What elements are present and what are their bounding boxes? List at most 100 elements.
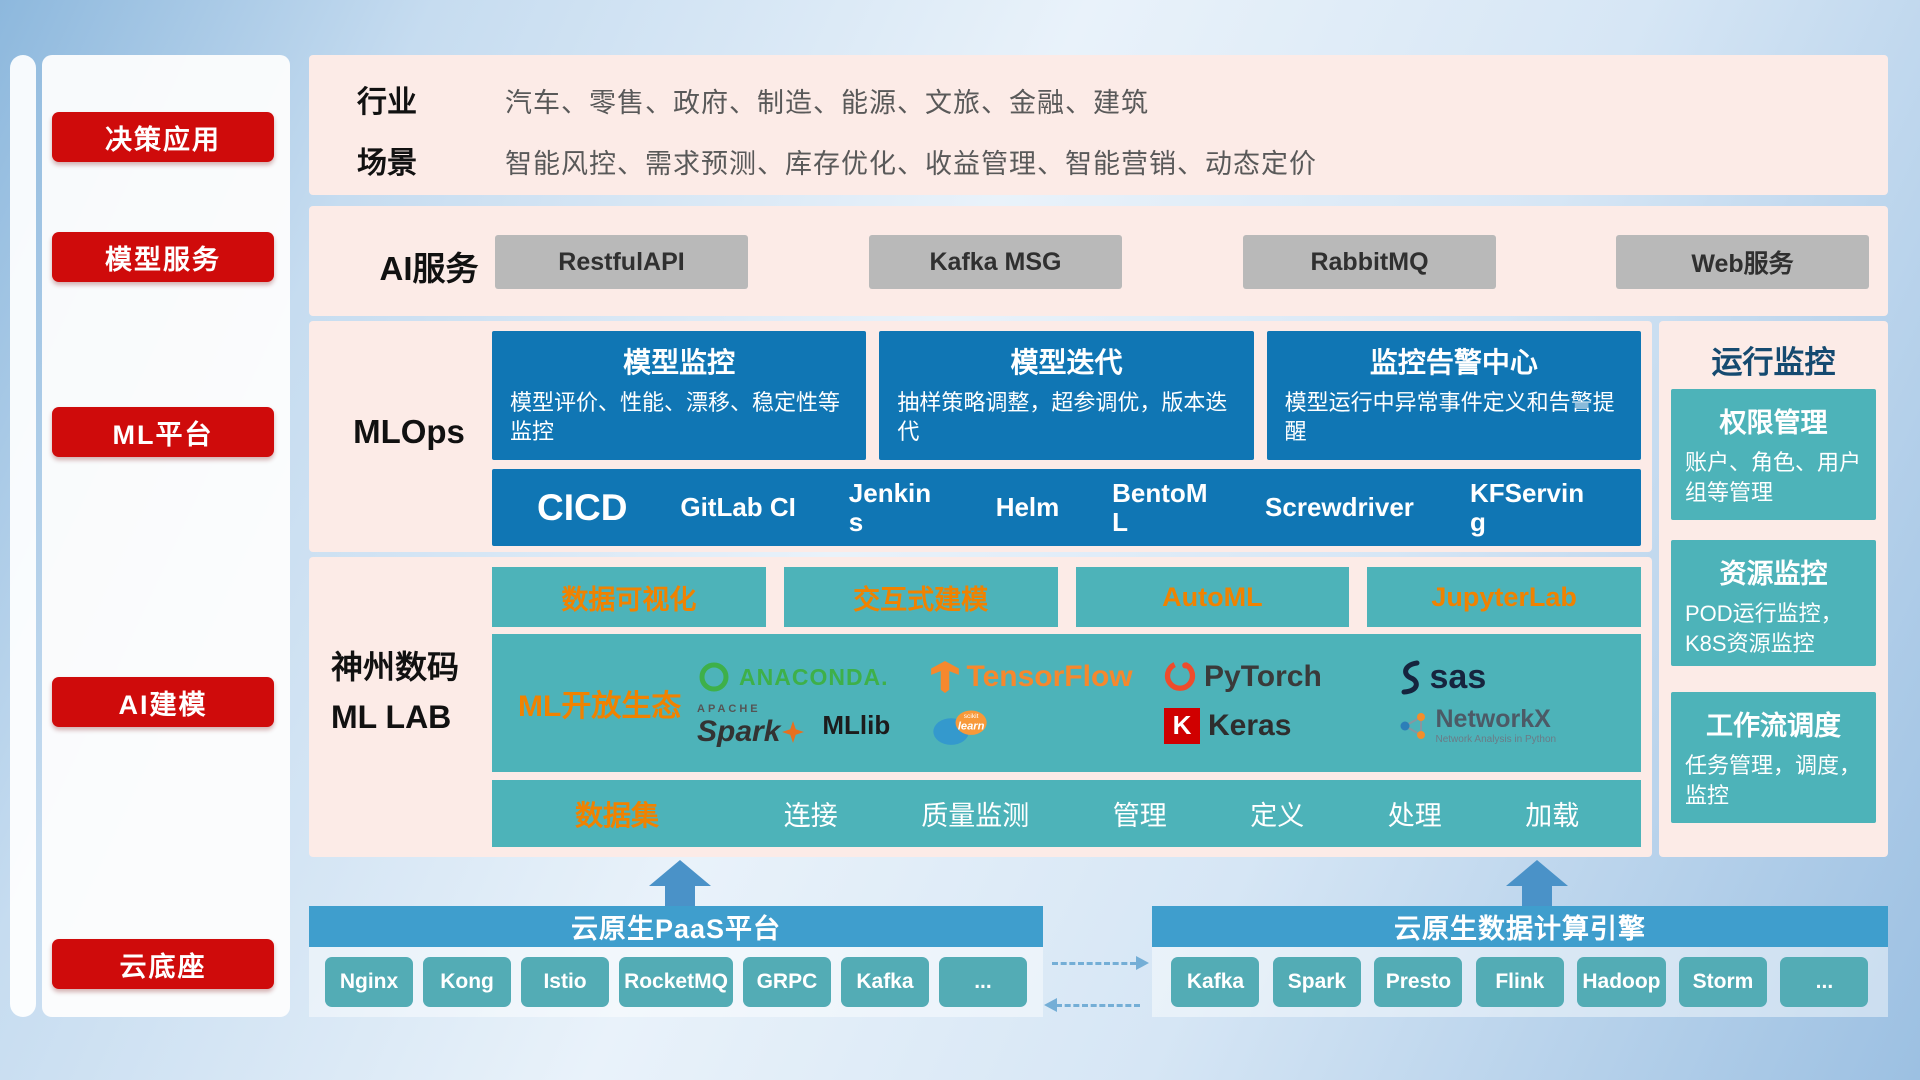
more-button: ... bbox=[1780, 957, 1869, 1007]
kafka-button: Kafka bbox=[1171, 957, 1260, 1007]
card-title: 资源监控 bbox=[1719, 559, 1828, 589]
rabbitmq-button: RabbitMQ bbox=[1243, 235, 1496, 289]
kafka-msg-button: Kafka MSG bbox=[869, 235, 1122, 289]
model-monitoring-card: 模型监控 模型评价、性能、漂移、稳定性等监控 bbox=[492, 331, 867, 460]
mllab-panel: 神州数码 ML LAB 数据可视化 交互式建模 AutoML JupyterLa… bbox=[309, 557, 1652, 857]
spark-button: Spark bbox=[1272, 957, 1361, 1007]
dataset-label: 数据集 bbox=[574, 799, 659, 831]
mlops-label: MLOps bbox=[353, 413, 465, 450]
dataset-item-load: 加载 bbox=[1525, 801, 1580, 831]
engine-components-strip: Kafka Spark Presto Flink Hadoop Storm ..… bbox=[1152, 947, 1888, 1017]
card-desc: POD运行监控，K8S资源监控 bbox=[1685, 601, 1843, 656]
nginx-button: Nginx bbox=[325, 957, 414, 1007]
mlops-panel: MLOps 模型监控 模型评价、性能、漂移、稳定性等监控 模型迭代 抽样策略调整… bbox=[309, 321, 1652, 552]
cicd-item-screwdriver: Screwdriver bbox=[1265, 492, 1414, 523]
permission-management-card: 权限管理 账户、角色、用户组等管理 bbox=[1671, 389, 1876, 520]
dashed-arrow-right-head-icon bbox=[1136, 956, 1149, 970]
up-arrow-stem bbox=[665, 885, 695, 907]
ai-service-panel: AI服务 RestfulAPI Kafka MSG RabbitMQ Web服务 bbox=[309, 206, 1888, 316]
anaconda-icon bbox=[699, 662, 729, 692]
spark-label: Spark bbox=[697, 714, 781, 748]
dataset-row: 数据集 连接 质量监测 管理 定义 处理 加载 bbox=[492, 780, 1641, 847]
mllib-label: MLlib bbox=[822, 710, 891, 740]
resource-monitoring-card: 资源监控 POD运行监控，K8S资源监控 bbox=[1671, 540, 1876, 666]
sas-icon bbox=[1401, 660, 1419, 695]
workflow-scheduling-card: 工作流调度 任务管理，调度，监控 bbox=[1671, 692, 1876, 823]
hadoop-button: Hadoop bbox=[1577, 957, 1666, 1007]
up-arrow-stem bbox=[1522, 885, 1552, 907]
paas-platform-bar: 云原生PaaS平台 bbox=[309, 906, 1043, 947]
paas-components-strip: Nginx Kong Istio RocketMQ GRPC Kafka ... bbox=[309, 947, 1043, 1017]
mlops-cards-row: 模型监控 模型评价、性能、漂移、稳定性等监控 模型迭代 抽样策略调整，超参调优，… bbox=[492, 331, 1641, 460]
industry-scenario-panel: 行业 汽车、零售、政府、制造、能源、文旅、金融、建筑 场景 智能风控、需求预测、… bbox=[309, 55, 1888, 195]
ml-ecosystem-box: ML开放生态 ANACONDA. TensorFlow PyTor bbox=[492, 634, 1641, 772]
up-arrow-icon bbox=[1506, 860, 1568, 886]
card-desc: 模型运行中异常事件定义和告警提醒 bbox=[1284, 390, 1615, 445]
pytorch-logo: PyTorch bbox=[1164, 660, 1398, 694]
cicd-title: CICD bbox=[537, 486, 628, 528]
storm-button: Storm bbox=[1678, 957, 1767, 1007]
kong-button: Kong bbox=[423, 957, 512, 1007]
anaconda-logo: ANACONDA. bbox=[697, 660, 931, 694]
anaconda-label: ANACONDA. bbox=[739, 663, 889, 690]
grpc-button: GRPC bbox=[742, 957, 831, 1007]
networkx-icon bbox=[1400, 712, 1425, 739]
kafka-button: Kafka bbox=[840, 957, 929, 1007]
scikit-learn-icon: scikit learn bbox=[932, 709, 987, 745]
dataset-item-connect: 连接 bbox=[783, 801, 838, 831]
dashed-arrow-left-line bbox=[1056, 1004, 1140, 1007]
web-service-button: Web服务 bbox=[1616, 235, 1869, 289]
dataset-item-define: 定义 bbox=[1250, 801, 1305, 831]
cicd-item-gitlab-ci: GitLab CI bbox=[680, 492, 796, 523]
data-visualization-box: 数据可视化 bbox=[492, 567, 766, 627]
tensorflow-icon bbox=[930, 661, 959, 693]
more-button: ... bbox=[938, 957, 1027, 1007]
sas-logo: sas bbox=[1398, 658, 1632, 697]
apache-label: APACHE bbox=[697, 702, 761, 715]
ecosystem-logo-grid: ANACONDA. TensorFlow PyTorch sa bbox=[697, 658, 1641, 749]
dataset-items: 连接 质量监测 管理 定义 处理 加载 bbox=[742, 794, 1641, 833]
card-title: 工作流调度 bbox=[1706, 711, 1841, 741]
dashed-arrow-right-line bbox=[1052, 962, 1136, 965]
cicd-bar: CICD GitLab CI Jenkins Helm BentoML Scre… bbox=[492, 469, 1641, 546]
spark-mllib-logo: APACHE Spark MLlib bbox=[697, 703, 931, 749]
dataset-item-manage: 管理 bbox=[1112, 801, 1167, 831]
card-desc: 模型评价、性能、漂移、稳定性等监控 bbox=[510, 390, 841, 445]
mllab-tools-row: 数据可视化 交互式建模 AutoML JupyterLab bbox=[492, 567, 1641, 627]
alert-center-card: 监控告警中心 模型运行中异常事件定义和告警提醒 bbox=[1266, 331, 1641, 460]
automl-box: AutoML bbox=[1075, 567, 1350, 627]
industry-list: 汽车、零售、政府、制造、能源、文旅、金融、建筑 bbox=[505, 88, 1149, 118]
jupyterlab-box: JupyterLab bbox=[1367, 567, 1641, 627]
keras-k-icon: K bbox=[1164, 707, 1200, 744]
model-iteration-card: 模型迭代 抽样策略调整，超参调优，版本迭代 bbox=[879, 331, 1254, 460]
sidebar-item-decision-apps: 决策应用 bbox=[52, 112, 274, 162]
learn-label: learn bbox=[957, 720, 984, 732]
scikit-small-label: scikit bbox=[963, 713, 978, 720]
presto-button: Presto bbox=[1374, 957, 1463, 1007]
mllab-label: 神州数码 ML LAB bbox=[331, 643, 501, 742]
networkx-label: NetworkX bbox=[1435, 705, 1551, 734]
runtime-monitoring-title: 运行监控 bbox=[1711, 345, 1836, 380]
sidebar-item-cloud-base: 云底座 bbox=[52, 939, 274, 989]
ecosystem-label: ML开放生态 bbox=[518, 690, 682, 723]
restful-api-button: RestfulAPI bbox=[495, 235, 748, 289]
dataset-item-quality: 质量监测 bbox=[921, 801, 1030, 831]
sas-label: sas bbox=[1429, 657, 1487, 696]
tensorflow-label: TensorFlow bbox=[966, 660, 1133, 693]
card-desc: 账户、角色、用户组等管理 bbox=[1685, 450, 1862, 505]
rocketmq-button: RocketMQ bbox=[619, 957, 733, 1007]
cicd-item-jenkins: Jenkins bbox=[848, 478, 932, 537]
industry-label: 行业 bbox=[357, 86, 417, 119]
card-desc: 抽样策略调整，超参调优，版本迭代 bbox=[897, 390, 1228, 445]
tensorflow-logo: TensorFlow bbox=[930, 660, 1165, 694]
flink-button: Flink bbox=[1475, 957, 1564, 1007]
sidebar bbox=[42, 55, 290, 1017]
keras-label: Keras bbox=[1208, 708, 1292, 742]
data-engine-bar: 云原生数据计算引擎 bbox=[1152, 906, 1888, 947]
card-desc: 任务管理，调度，监控 bbox=[1685, 753, 1862, 808]
dataset-item-process: 处理 bbox=[1387, 801, 1442, 831]
card-title: 模型迭代 bbox=[1010, 347, 1123, 378]
mllab-label-line2: ML LAB bbox=[331, 698, 452, 735]
card-title: 监控告警中心 bbox=[1369, 347, 1538, 378]
